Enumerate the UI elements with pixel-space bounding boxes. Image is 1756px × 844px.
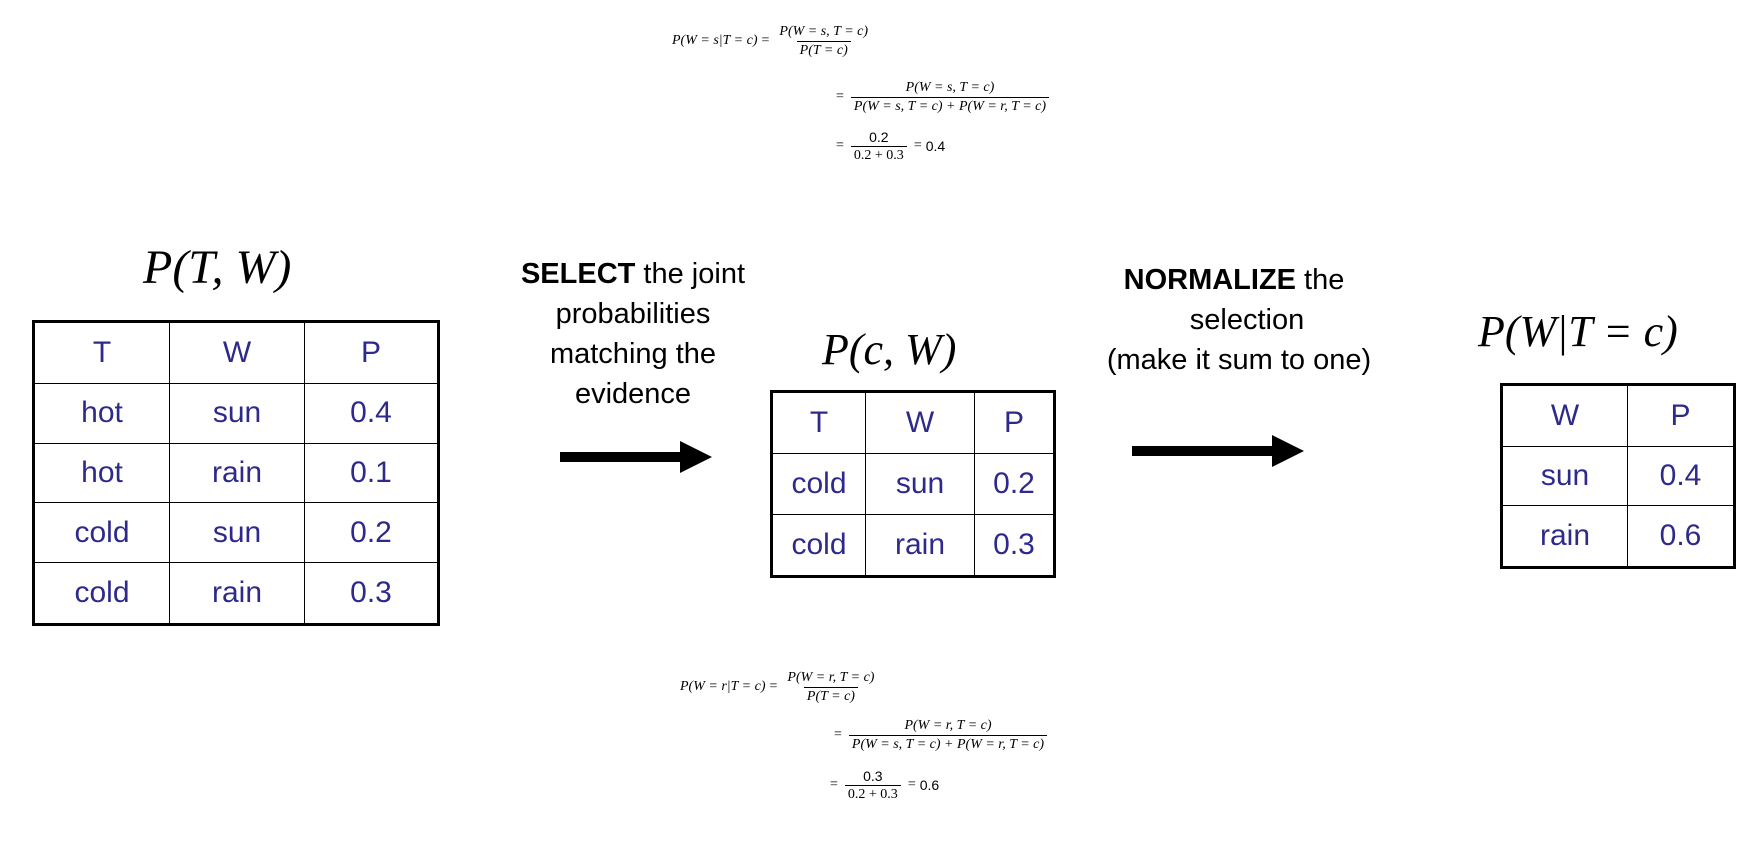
select-caption-line-3: matching the bbox=[549, 338, 717, 370]
table-cell: hot bbox=[33, 442, 170, 504]
selected-table: T W P cold sun 0.2 cold rain 0.3 bbox=[770, 390, 1056, 578]
table-cell: rain bbox=[865, 513, 975, 578]
table-cell: rain bbox=[1501, 505, 1628, 568]
equation-bottom-fraction-3: 0.3 0.2 + 0.3 bbox=[844, 767, 901, 803]
table-row: cold rain 0.3 bbox=[771, 513, 1055, 578]
table-cell: 0.2 bbox=[304, 502, 439, 564]
table-cell: 0.3 bbox=[974, 513, 1055, 578]
fraction-numerator: P(W = r, T = c) bbox=[904, 717, 992, 733]
table-header-row: T W P bbox=[771, 390, 1055, 455]
equation-top-fraction-1: P(W = s, T = c) P(T = c) bbox=[776, 24, 871, 59]
table-cell: sun bbox=[169, 502, 305, 564]
table-cell: 0.2 bbox=[974, 453, 1055, 515]
equation-top: P(W = s|T = c) = P(W = s, T = c) P(T = c… bbox=[0, 0, 1756, 180]
fraction-denominator: 0.2 + 0.3 bbox=[850, 145, 907, 164]
table-cell: rain bbox=[169, 562, 305, 625]
table-cell: 0.1 bbox=[304, 442, 439, 504]
table-row: cold sun 0.2 bbox=[33, 502, 439, 564]
joint-table-title: P(T, W) bbox=[143, 241, 292, 294]
table-header-cell: T bbox=[771, 390, 866, 455]
fraction-denominator: P(W = s, T = c) + P(W = r, T = c) bbox=[850, 96, 1050, 115]
table-cell: sun bbox=[1501, 445, 1628, 507]
normalize-caption-line-1: NORMALIZE the bbox=[1056, 260, 1412, 300]
table-header-row: W P bbox=[1501, 384, 1735, 447]
table-cell: cold bbox=[33, 562, 170, 625]
normalize-caption-rest: the bbox=[1296, 264, 1345, 296]
table-row: cold rain 0.3 bbox=[33, 562, 439, 625]
table-cell: hot bbox=[33, 382, 170, 444]
table-row: hot sun 0.4 bbox=[33, 382, 439, 444]
equation-bottom-row-1: P(W = r|T = c) = P(W = r, T = c) P(T = c… bbox=[680, 662, 880, 712]
fraction-denominator: P(T = c) bbox=[803, 686, 858, 705]
joint-table: T W P hot sun 0.4 hot rain 0.1 cold sun … bbox=[32, 320, 440, 626]
fraction-numerator: P(W = r, T = c) bbox=[787, 669, 875, 685]
table-row: hot rain 0.1 bbox=[33, 442, 439, 504]
normalize-caption-bold: NORMALIZE bbox=[1123, 264, 1296, 296]
table-row: rain 0.6 bbox=[1501, 505, 1735, 568]
equation-top-row-2: = P(W = s, T = c) P(W = s, T = c) + P(W … bbox=[832, 72, 1052, 122]
equation-top-fraction-3: 0.2 0.2 + 0.3 bbox=[850, 128, 907, 164]
table-header-cell: W bbox=[169, 321, 305, 384]
fraction-numerator: 0.2 bbox=[869, 128, 889, 145]
equation-bottom: P(W = r|T = c) = P(W = r, T = c) P(T = c… bbox=[0, 650, 1756, 840]
equation-top-row-1: P(W = s|T = c) = P(W = s, T = c) P(T = c… bbox=[672, 16, 874, 66]
normalize-caption: NORMALIZE the selection (make it sum to … bbox=[1066, 260, 1412, 380]
select-caption-line-2: probabilities bbox=[555, 298, 711, 330]
table-cell: 0.4 bbox=[304, 382, 439, 444]
table-header-cell: P bbox=[1627, 384, 1735, 447]
equation-bottom-row-2: = P(W = r, T = c) P(W = s, T = c) + P(W … bbox=[830, 710, 1050, 760]
normalize-caption-line-3: (make it sum to one) bbox=[1106, 344, 1372, 376]
select-caption-rest: the joint bbox=[635, 258, 746, 290]
table-header-cell: W bbox=[865, 390, 975, 455]
table-cell: cold bbox=[771, 513, 866, 578]
equation-bottom-lhs: P(W = r|T = c) bbox=[680, 679, 766, 694]
table-cell: 0.6 bbox=[1627, 505, 1735, 568]
equation-bottom-result: 0.6 bbox=[919, 777, 940, 793]
select-caption-line-1: SELECT the joint bbox=[490, 254, 776, 294]
table-header-cell: T bbox=[33, 321, 170, 384]
table-cell: sun bbox=[169, 382, 305, 444]
equation-top-fraction-2: P(W = s, T = c) P(W = s, T = c) + P(W = … bbox=[850, 79, 1050, 115]
equation-bottom-row-3: = 0.3 0.2 + 0.3 = 0.6 bbox=[830, 767, 940, 803]
equation-bottom-fraction-2: P(W = r, T = c) P(W = s, T = c) + P(W = … bbox=[848, 717, 1048, 753]
equation-top-lhs: P(W = s|T = c) bbox=[672, 33, 758, 48]
conditional-table: W P sun 0.4 rain 0.6 bbox=[1500, 383, 1736, 569]
table-header-row: T W P bbox=[33, 321, 439, 384]
select-caption: SELECT the joint probabilities matching … bbox=[490, 254, 776, 414]
conditional-table-title: P(W|T = c) bbox=[1478, 307, 1678, 356]
selected-table-title: P(c, W) bbox=[822, 325, 957, 374]
select-caption-line-4: evidence bbox=[574, 378, 692, 410]
table-row: sun 0.4 bbox=[1501, 445, 1735, 507]
arrow-right-icon bbox=[1132, 435, 1304, 467]
fraction-numerator: P(W = s, T = c) bbox=[779, 23, 869, 39]
fraction-denominator: P(T = c) bbox=[796, 40, 851, 59]
fraction-numerator: 0.3 bbox=[863, 767, 883, 784]
table-cell: cold bbox=[33, 502, 170, 564]
normalize-caption-line-2: selection bbox=[1189, 304, 1305, 336]
equation-bottom-fraction-1: P(W = r, T = c) P(T = c) bbox=[784, 670, 877, 705]
table-header-cell: P bbox=[974, 390, 1055, 455]
fraction-denominator: 0.2 + 0.3 bbox=[844, 784, 901, 803]
table-cell: sun bbox=[865, 453, 975, 515]
table-cell: 0.3 bbox=[304, 562, 439, 625]
arrow-right-icon bbox=[560, 441, 712, 473]
fraction-denominator: P(W = s, T = c) + P(W = r, T = c) bbox=[848, 734, 1048, 753]
select-caption-bold: SELECT bbox=[520, 258, 636, 290]
equation-top-result: 0.4 bbox=[925, 138, 946, 154]
table-row: cold sun 0.2 bbox=[771, 453, 1055, 515]
table-cell: rain bbox=[169, 442, 305, 504]
equation-top-row-3: = 0.2 0.2 + 0.3 = 0.4 bbox=[836, 128, 946, 164]
fraction-numerator: P(W = s, T = c) bbox=[905, 79, 995, 95]
table-header-cell: W bbox=[1501, 384, 1628, 447]
table-header-cell: P bbox=[304, 321, 439, 384]
table-cell: 0.4 bbox=[1627, 445, 1735, 507]
table-cell: cold bbox=[771, 453, 866, 515]
